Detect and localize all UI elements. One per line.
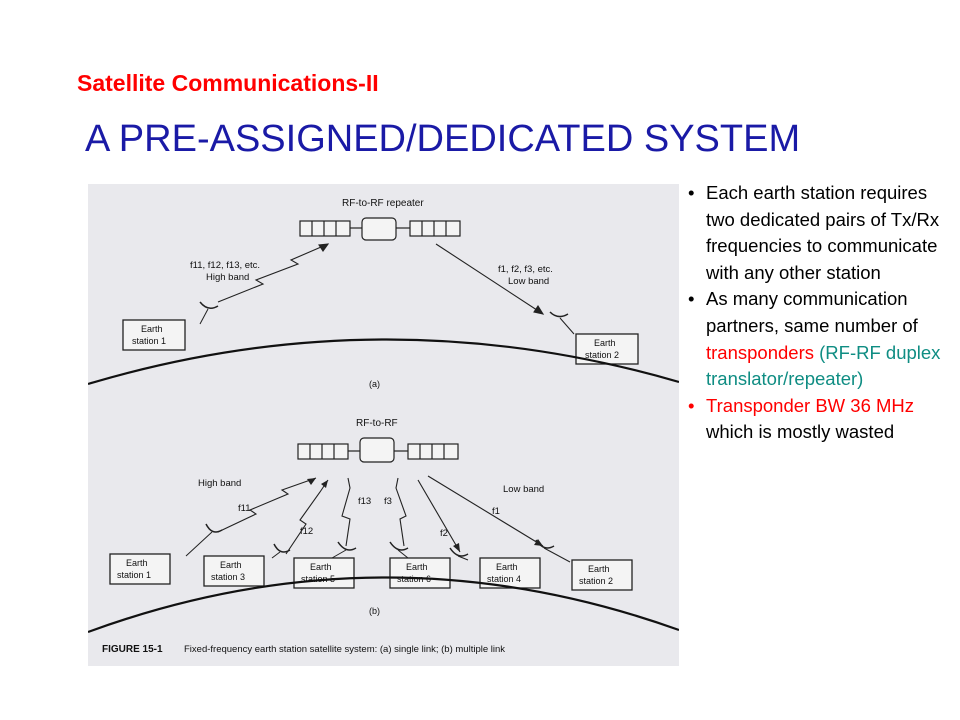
- station-b-6: [389, 557, 451, 589]
- dish-a-1: [199, 301, 219, 309]
- low-band-label: Low band: [503, 484, 544, 495]
- bullet-3-bw: Transponder BW 36 MHz: [706, 394, 915, 416]
- bullet-3-text: which is mostly wasted: [706, 421, 895, 443]
- svg-text:Earth: Earth: [126, 558, 148, 568]
- bullet-2-text: As many communication partners, same num…: [706, 288, 918, 336]
- satellite-a: [299, 217, 461, 241]
- svg-text:f12: f12: [300, 526, 313, 537]
- satellite-b-label: RF-to-RF: [356, 418, 398, 429]
- station-a-2: [575, 333, 639, 365]
- bullet-3: •Transponder BW 36 MHz which is mostly w…: [688, 394, 915, 443]
- bullet-2: •As many communication partners, same nu…: [688, 288, 941, 390]
- station-b-3: [203, 555, 265, 587]
- satellite-a-label: RF-to-RF repeater: [342, 198, 424, 209]
- uplink-arrow-a: [217, 243, 330, 303]
- svg-text:Earth: Earth: [141, 324, 163, 334]
- station-b-1: [109, 553, 171, 585]
- svg-text:Earth: Earth: [406, 562, 428, 572]
- earth-curve-b: [87, 576, 680, 634]
- svg-text:station 3: station 3: [211, 572, 245, 582]
- svg-text:station 1: station 1: [132, 336, 166, 346]
- figure-caption-label: FIGURE 15-1: [102, 644, 163, 655]
- a-left-freq-1: f11, f12, f13, etc.: [190, 260, 260, 271]
- stations-b: Earth station 1 Earth station 3 Earth st…: [109, 553, 633, 591]
- station-b-2: [571, 559, 633, 591]
- dish-a-2: [549, 311, 569, 318]
- satellite-b: [297, 437, 459, 463]
- svg-text:Earth: Earth: [496, 562, 518, 572]
- station-b-5: [293, 557, 355, 589]
- svg-text:f2: f2: [440, 528, 448, 539]
- bullet-2-transponders: transponders: [706, 341, 814, 363]
- satellite-system-figure: RF-to-RF repeater f11, f12, f13, etc. Hi…: [87, 184, 680, 666]
- svg-text:f13: f13: [358, 496, 371, 507]
- svg-text:station 5: station 5: [301, 574, 335, 584]
- links-b: [217, 475, 544, 555]
- svg-text:Earth: Earth: [588, 564, 610, 574]
- a-left-freq-2: High band: [206, 272, 249, 283]
- svg-text:station 2: station 2: [579, 576, 613, 586]
- station-b-4: [479, 557, 541, 589]
- svg-text:station 2: station 2: [585, 350, 619, 360]
- svg-text:station 4: station 4: [487, 574, 521, 584]
- svg-text:Earth: Earth: [220, 560, 242, 570]
- svg-text:Earth: Earth: [594, 338, 616, 348]
- slide-subtitle: Satellite Communications-II: [77, 70, 379, 96]
- a-right-freq-2: Low band: [508, 276, 549, 287]
- bullet-1: •Each earth station requires two dedicat…: [688, 182, 940, 283]
- downlink-arrow-a: [435, 243, 545, 315]
- svg-text:f3: f3: [384, 496, 392, 507]
- a-right-freq-1: f1, f2, f3, etc.: [498, 264, 553, 275]
- svg-text:station 1: station 1: [117, 570, 151, 580]
- bullet-1-text: Each earth station requires two dedicate…: [706, 182, 940, 283]
- dishes-b: [205, 523, 555, 557]
- figure-caption-text: Fixed-frequency earth station satellite …: [184, 644, 505, 655]
- bullet-list: •Each earth station requires two dedicat…: [688, 180, 948, 446]
- svg-text:Earth: Earth: [310, 562, 332, 572]
- station-a-1: [122, 319, 186, 351]
- svg-text:f1: f1: [492, 506, 500, 517]
- part-b-label: (b): [369, 606, 380, 616]
- part-a-label: (a): [369, 379, 380, 389]
- bullet-2-duplex: (RF-RF duplex translator/repeater): [706, 341, 941, 390]
- high-band-label: High band: [198, 478, 241, 489]
- earth-curve-a: [87, 338, 680, 386]
- svg-text:f11: f11: [238, 503, 251, 514]
- slide-title: A PRE-ASSIGNED/DEDICATED SYSTEM: [85, 118, 801, 160]
